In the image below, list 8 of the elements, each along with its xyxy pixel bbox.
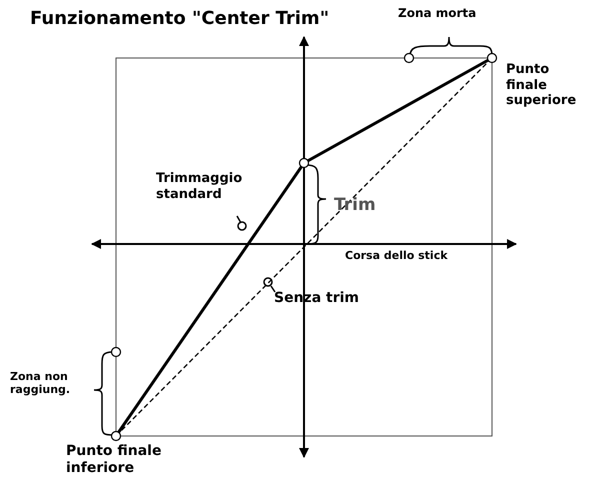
axis-annotation: Zona non raggiung. [10,370,72,396]
diagram-title: Funzionamento "Center Trim" [30,8,330,29]
axis-annotation: Punto finale inferiore [66,443,162,477]
axis-annotation: Corsa dello stick [345,249,449,262]
axis-annotation: Punto finale superiore [506,62,578,109]
axis-annotation: Trim [334,195,377,216]
axis-annotation: Zona morta [398,6,478,20]
axis-annotation: Trimmaggio standard [156,171,244,202]
